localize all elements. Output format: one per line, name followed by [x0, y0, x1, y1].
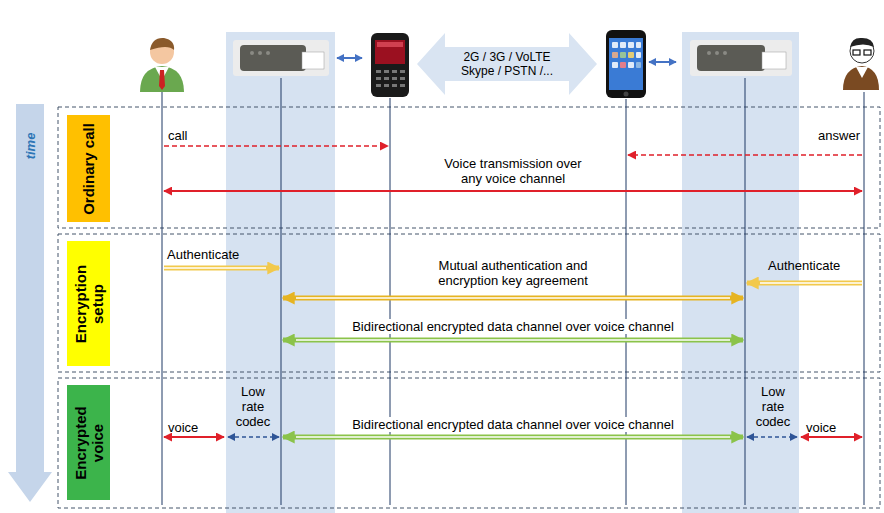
- message-label: Authenticate: [167, 247, 259, 262]
- message-label: voice: [168, 420, 218, 435]
- message-label: Low rate codec: [229, 384, 277, 429]
- message-label: answer: [804, 128, 860, 143]
- message-arrow: [164, 436, 224, 438]
- phone-icon: [606, 30, 646, 98]
- message-arrow: [747, 436, 797, 438]
- link-arrow: [649, 61, 676, 63]
- message-label: Bidirectional encrypted data channel ove…: [323, 417, 703, 432]
- message-label: Authenticate: [768, 258, 860, 273]
- phase-frame: [58, 378, 880, 508]
- node-outline: [8, 104, 52, 502]
- message-arrow: [283, 298, 743, 299]
- message-arrow: [164, 268, 279, 269]
- phase-box: Encryption setup: [67, 241, 110, 366]
- phase-frame: [58, 234, 880, 372]
- time-arrow: time: [8, 104, 52, 502]
- person-icon: [843, 38, 879, 90]
- lifelines: [162, 78, 864, 505]
- channel-arrow: 2G / 3G / VoLTE Skype / PSTN /...: [417, 33, 597, 95]
- label-patch: Mutual authentication and encryption key…: [435, 258, 591, 288]
- message-arrow: [283, 340, 743, 341]
- time-label: time: [23, 133, 38, 160]
- phase-label: Ordinary call: [80, 120, 97, 217]
- phone-icon: [371, 33, 409, 97]
- message-arrow: [747, 283, 862, 284]
- phase-label: Encrypted voice: [71, 390, 106, 495]
- message-label: voice: [806, 420, 858, 435]
- label-patch: Bidirectional encrypted data channel ove…: [349, 319, 677, 334]
- crypto-device: [690, 40, 792, 76]
- message-arrow: [283, 437, 743, 438]
- label-patch: Voice transmission over any voice channe…: [441, 156, 584, 186]
- phase-label: Encryption setup: [71, 246, 106, 361]
- phase-box: Ordinary call: [67, 115, 110, 222]
- message-arrow: [801, 436, 862, 438]
- person-icon: [140, 38, 184, 92]
- link-arrow: [337, 57, 362, 59]
- message-label: Mutual authentication and encryption key…: [413, 258, 613, 288]
- message-label: Low rate codec: [749, 384, 797, 429]
- crypto-device: [233, 40, 329, 76]
- phase-box: Encrypted voice: [67, 385, 110, 500]
- label-patch: Bidirectional encrypted data channel ove…: [349, 417, 677, 432]
- message-label: Bidirectional encrypted data channel ove…: [323, 319, 703, 334]
- message-arrow: [164, 190, 862, 192]
- message-label: Voice transmission over any voice channe…: [433, 156, 593, 186]
- phase-frame: [58, 107, 880, 228]
- message-arrow: [228, 436, 279, 438]
- message-label: call: [168, 128, 212, 143]
- message-arrow: [628, 154, 862, 156]
- device-band: [226, 32, 335, 513]
- message-arrow: [164, 145, 388, 147]
- channel-label: 2G / 3G / VoLTE Skype / PSTN /...: [449, 50, 565, 78]
